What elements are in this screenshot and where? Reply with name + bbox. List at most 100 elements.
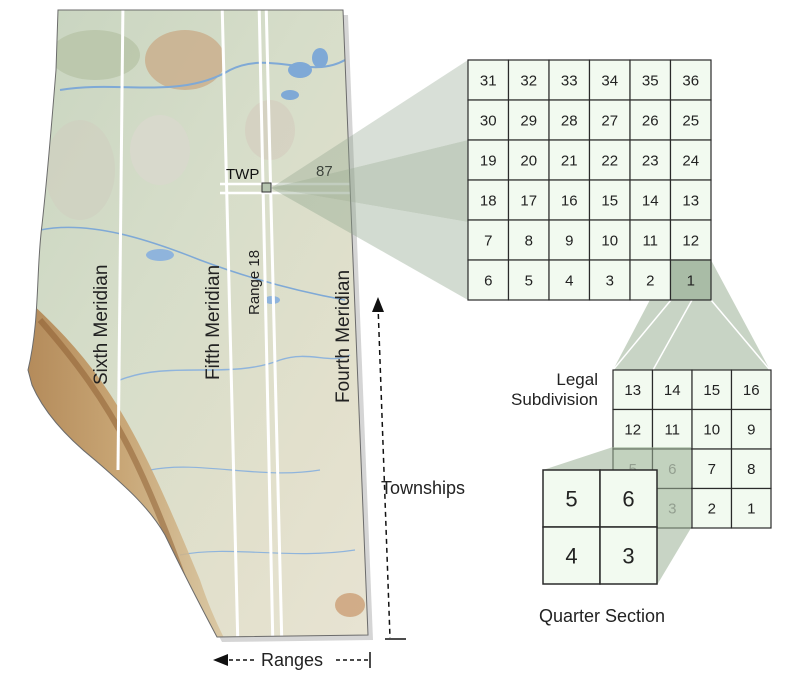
township-marker bbox=[261, 182, 272, 193]
section-cell-33 bbox=[548, 59, 591, 101]
townships-indicator: Townships bbox=[372, 297, 465, 640]
section-cell-label: 28 bbox=[561, 112, 578, 129]
section-cell-23 bbox=[629, 139, 672, 181]
lsd-cell-label: 7 bbox=[708, 461, 716, 478]
section-cell-label: 21 bbox=[561, 152, 578, 169]
lsd-label: Legal Subdivision bbox=[511, 370, 598, 409]
section-cell-label: 33 bbox=[561, 72, 578, 89]
section-cell-14 bbox=[629, 179, 672, 221]
section-cell-25 bbox=[669, 99, 712, 141]
lsd-label-line2: Subdivision bbox=[511, 390, 598, 409]
ranges-indicator: Ranges bbox=[213, 650, 371, 670]
quarter-cell-label: 3 bbox=[622, 543, 634, 568]
section-cell-label: 27 bbox=[601, 112, 618, 129]
section-cell-label: 7 bbox=[484, 232, 492, 249]
section-cell-label: 5 bbox=[525, 272, 533, 289]
section-cell-27 bbox=[588, 99, 631, 141]
section-cell-label: 4 bbox=[565, 272, 573, 289]
section-cell-label: 36 bbox=[682, 72, 699, 89]
section-cell-label: 1 bbox=[687, 272, 695, 289]
lsd-cell-label: 16 bbox=[743, 382, 760, 399]
section-cell-label: 30 bbox=[480, 112, 497, 129]
section-cell-label: 23 bbox=[642, 152, 659, 169]
lsd-cell-label: 10 bbox=[703, 422, 720, 439]
section-cell-label: 31 bbox=[480, 72, 497, 89]
lsd-cell-2 bbox=[691, 487, 733, 529]
lsd-cell-label: 11 bbox=[664, 422, 680, 439]
section-cell-label: 12 bbox=[682, 232, 699, 249]
lsd-cell-11 bbox=[651, 408, 693, 450]
alberta-map: Sixth Meridian Fifth Meridian Range 18 F… bbox=[27, 9, 373, 642]
section-cell-5 bbox=[507, 259, 550, 301]
section-cell-label: 9 bbox=[565, 232, 573, 249]
fifth-meridian-line bbox=[220, 10, 240, 637]
lsd-cell-7 bbox=[691, 448, 733, 490]
section-cell-7 bbox=[467, 219, 510, 261]
section-cell-31 bbox=[467, 59, 510, 101]
section-cell-label: 24 bbox=[682, 152, 699, 169]
section-cell-label: 13 bbox=[682, 192, 699, 209]
section-cell-35 bbox=[629, 59, 672, 101]
lsd-cell-16 bbox=[730, 369, 772, 411]
fourth-meridian-label: Fourth Meridian bbox=[333, 270, 354, 403]
range-18-label: Range 18 bbox=[246, 250, 263, 315]
lsd-cell-14 bbox=[651, 369, 693, 411]
section-cell-label: 25 bbox=[682, 112, 699, 129]
quarter-cell-3 bbox=[599, 526, 658, 585]
quarter-cell-label: 4 bbox=[565, 543, 577, 568]
lsd-cell-label: 15 bbox=[703, 382, 720, 399]
section-cell-label: 18 bbox=[480, 192, 497, 209]
section-cell-3 bbox=[588, 259, 631, 301]
map-outline bbox=[27, 9, 369, 638]
section-cell-4 bbox=[548, 259, 591, 301]
lsd-cell-9 bbox=[730, 408, 772, 450]
section-cell-label: 15 bbox=[601, 192, 618, 209]
section-cell-label: 32 bbox=[520, 72, 537, 89]
fifth-meridian-label: Fifth Meridian bbox=[203, 265, 224, 380]
range-line-left bbox=[257, 10, 275, 637]
section-cell-label: 14 bbox=[642, 192, 659, 209]
lsd-cell-1 bbox=[730, 487, 772, 529]
section-cell-2 bbox=[629, 259, 672, 301]
section-cell-label: 2 bbox=[646, 272, 654, 289]
townships-label: Townships bbox=[381, 478, 465, 498]
lsd-cell-label: 14 bbox=[664, 382, 681, 399]
lsd-cell-label: 1 bbox=[747, 501, 755, 518]
section-cell-32 bbox=[507, 59, 550, 101]
lsd-cell-label: 9 bbox=[747, 422, 755, 439]
lsd-cell-15 bbox=[691, 369, 733, 411]
section-cell-label: 3 bbox=[606, 272, 614, 289]
range-line-right bbox=[264, 10, 284, 637]
township-projection bbox=[271, 60, 468, 300]
quarter-section-label: Quarter Section bbox=[539, 606, 665, 626]
lsd-cell-8 bbox=[730, 448, 772, 490]
section-cell-18 bbox=[467, 179, 510, 221]
section-cell-label: 22 bbox=[601, 152, 618, 169]
section-cell-label: 20 bbox=[520, 152, 537, 169]
lsd-cell-13 bbox=[612, 369, 654, 411]
section-cell-21 bbox=[548, 139, 591, 181]
section-cell-28 bbox=[548, 99, 591, 141]
section-cell-17 bbox=[507, 179, 550, 221]
section-cell-26 bbox=[629, 99, 672, 141]
section-cell-label: 16 bbox=[561, 192, 578, 209]
section-cell-24 bbox=[669, 139, 712, 181]
section-cell-13 bbox=[669, 179, 712, 221]
sixth-meridian-line bbox=[116, 10, 125, 471]
lsd-label-line1: Legal bbox=[556, 370, 598, 389]
quarter-cell-6 bbox=[599, 469, 658, 528]
section-cell-19 bbox=[467, 139, 510, 181]
section-cell-6 bbox=[467, 259, 510, 301]
section-cell-label: 19 bbox=[480, 152, 497, 169]
section-cell-label: 17 bbox=[520, 192, 537, 209]
section-cell-29 bbox=[507, 99, 550, 141]
twp-label: TWP bbox=[226, 166, 259, 183]
lsd-cell-12 bbox=[612, 408, 654, 450]
lsd-cell-label: 13 bbox=[624, 382, 641, 399]
section-cell-label: 34 bbox=[601, 72, 618, 89]
section-cell-36 bbox=[669, 59, 712, 101]
section-cell-30 bbox=[467, 99, 510, 141]
